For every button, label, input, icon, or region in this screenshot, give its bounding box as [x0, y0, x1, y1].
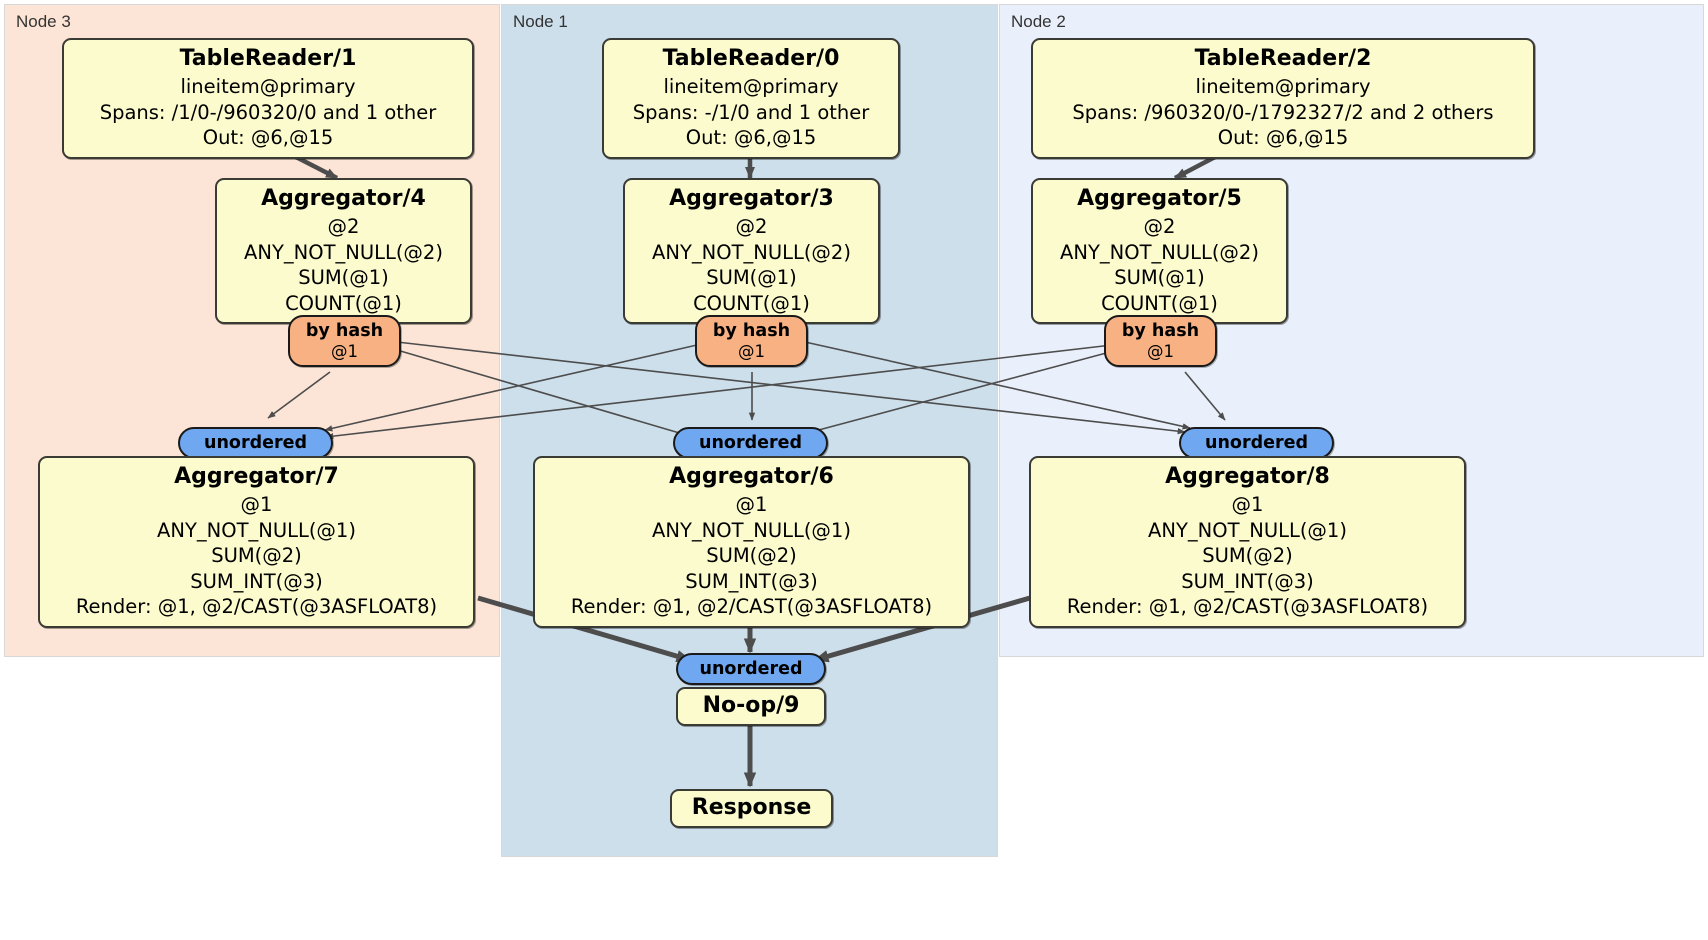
processor-detail-out: Out: @6,@15	[202, 126, 334, 149]
processor-detail-render: Render: @1, @2/CAST(@3ASFLOAT8)	[75, 595, 438, 618]
processor-detail-spans: Spans: /1/0-/960320/0 and 1 other	[99, 100, 437, 124]
processor-detail-spans: Spans: -/1/0 and 1 other	[632, 100, 870, 124]
processor-tablereader-0[interactable]: TableReader/0 lineitem@primary Spans: -/…	[602, 38, 900, 159]
processor-detail-agg-2: SUM(@2)	[1202, 544, 1293, 567]
processor-title: Aggregator/4	[261, 186, 426, 211]
synchronizer-label: unordered	[699, 433, 802, 453]
processor-aggregator-7[interactable]: Aggregator/7 @1 ANY_NOT_NULL(@1) SUM(@2)…	[38, 456, 475, 628]
node-label-node-3: Node 3	[16, 12, 71, 31]
processor-title: Aggregator/5	[1077, 186, 1242, 211]
synchronizer-unordered-final[interactable]: unordered	[676, 653, 826, 685]
processor-title: Aggregator/8	[1165, 464, 1330, 489]
processor-detail-table: lineitem@primary	[180, 75, 356, 98]
router-column-label: @1	[738, 342, 765, 361]
processor-detail-groupcol: @1	[1231, 493, 1264, 516]
processor-title: Response	[691, 795, 812, 820]
processor-title: TableReader/1	[179, 46, 357, 71]
router-by-hash-right[interactable]: by hash @1	[1104, 315, 1217, 367]
processor-title: Aggregator/6	[669, 464, 834, 489]
router-by-hash-mid[interactable]: by hash @1	[695, 315, 808, 367]
processor-detail-agg-3: COUNT(@1)	[1101, 291, 1218, 315]
processor-detail-groupcol: @1	[735, 493, 768, 516]
processor-detail-agg-2: SUM(@2)	[211, 544, 302, 567]
processor-title: TableReader/0	[662, 46, 840, 71]
node-label-node-1: Node 1	[513, 12, 568, 31]
processor-aggregator-4[interactable]: Aggregator/4 @2 ANY_NOT_NULL(@2) SUM(@1)…	[215, 178, 472, 324]
processor-detail-agg-2: SUM(@1)	[706, 266, 797, 289]
synchronizer-unordered-mid[interactable]: unordered	[673, 427, 828, 459]
processor-detail-out: Out: @6,@15	[1217, 126, 1349, 149]
router-kind-label: by hash	[305, 321, 384, 341]
processor-title: Aggregator/7	[174, 464, 339, 489]
processor-detail-agg-2: SUM(@2)	[706, 544, 797, 567]
processor-title: Aggregator/3	[669, 186, 834, 211]
processor-detail-render: Render: @1, @2/CAST(@3ASFLOAT8)	[1066, 595, 1429, 618]
router-column-label: @1	[331, 342, 358, 361]
processor-title: TableReader/2	[1194, 46, 1372, 71]
processor-detail-groupcol: @2	[327, 215, 360, 238]
processor-detail-agg-1: ANY_NOT_NULL(@2)	[652, 240, 851, 264]
processor-detail-groupcol: @2	[735, 215, 768, 238]
processor-detail-agg-1: ANY_NOT_NULL(@1)	[1148, 518, 1347, 542]
processor-detail-table: lineitem@primary	[663, 75, 839, 98]
processor-title: No-op/9	[702, 693, 800, 718]
processor-tablereader-2[interactable]: TableReader/2 lineitem@primary Spans: /9…	[1031, 38, 1535, 159]
node-label-node-2: Node 2	[1011, 12, 1066, 31]
processor-detail-agg-1: ANY_NOT_NULL(@2)	[244, 240, 443, 264]
synchronizer-unordered-right[interactable]: unordered	[1179, 427, 1334, 459]
processor-detail-out: Out: @6,@15	[685, 126, 817, 149]
processor-response[interactable]: Response	[670, 789, 833, 828]
processor-aggregator-8[interactable]: Aggregator/8 @1 ANY_NOT_NULL(@1) SUM(@2)…	[1029, 456, 1466, 628]
processor-detail-agg-2: SUM(@1)	[298, 266, 389, 289]
processor-detail-spans: Spans: /960320/0-/1792327/2 and 2 others	[1072, 100, 1494, 124]
router-kind-label: by hash	[712, 321, 791, 341]
processor-detail-agg-3: COUNT(@1)	[285, 291, 402, 315]
processor-aggregator-6[interactable]: Aggregator/6 @1 ANY_NOT_NULL(@1) SUM(@2)…	[533, 456, 970, 628]
router-column-label: @1	[1147, 342, 1174, 361]
processor-detail-agg-3: SUM_INT(@3)	[685, 569, 818, 593]
processor-detail-agg-2: SUM(@1)	[1114, 266, 1205, 289]
processor-tablereader-1[interactable]: TableReader/1 lineitem@primary Spans: /1…	[62, 38, 474, 159]
processor-detail-groupcol: @1	[240, 493, 273, 516]
processor-detail-agg-3: SUM_INT(@3)	[190, 569, 323, 593]
processor-detail-agg-1: ANY_NOT_NULL(@1)	[157, 518, 356, 542]
processor-detail-agg-3: SUM_INT(@3)	[1181, 569, 1314, 593]
processor-aggregator-3[interactable]: Aggregator/3 @2 ANY_NOT_NULL(@2) SUM(@1)…	[623, 178, 880, 324]
synchronizer-label: unordered	[1205, 433, 1308, 453]
processor-detail-render: Render: @1, @2/CAST(@3ASFLOAT8)	[570, 595, 933, 618]
synchronizer-unordered-left[interactable]: unordered	[178, 427, 333, 459]
processor-detail-agg-1: ANY_NOT_NULL(@2)	[1060, 240, 1259, 264]
router-by-hash-left[interactable]: by hash @1	[288, 315, 401, 367]
processor-no-op-9[interactable]: No-op/9	[676, 687, 826, 726]
synchronizer-label: unordered	[699, 659, 803, 679]
processor-aggregator-5[interactable]: Aggregator/5 @2 ANY_NOT_NULL(@2) SUM(@1)…	[1031, 178, 1288, 324]
processor-detail-groupcol: @2	[1143, 215, 1176, 238]
processor-detail-table: lineitem@primary	[1195, 75, 1371, 98]
synchronizer-label: unordered	[204, 433, 307, 453]
processor-detail-agg-1: ANY_NOT_NULL(@1)	[652, 518, 851, 542]
router-kind-label: by hash	[1121, 321, 1200, 341]
processor-detail-agg-3: COUNT(@1)	[693, 291, 810, 315]
